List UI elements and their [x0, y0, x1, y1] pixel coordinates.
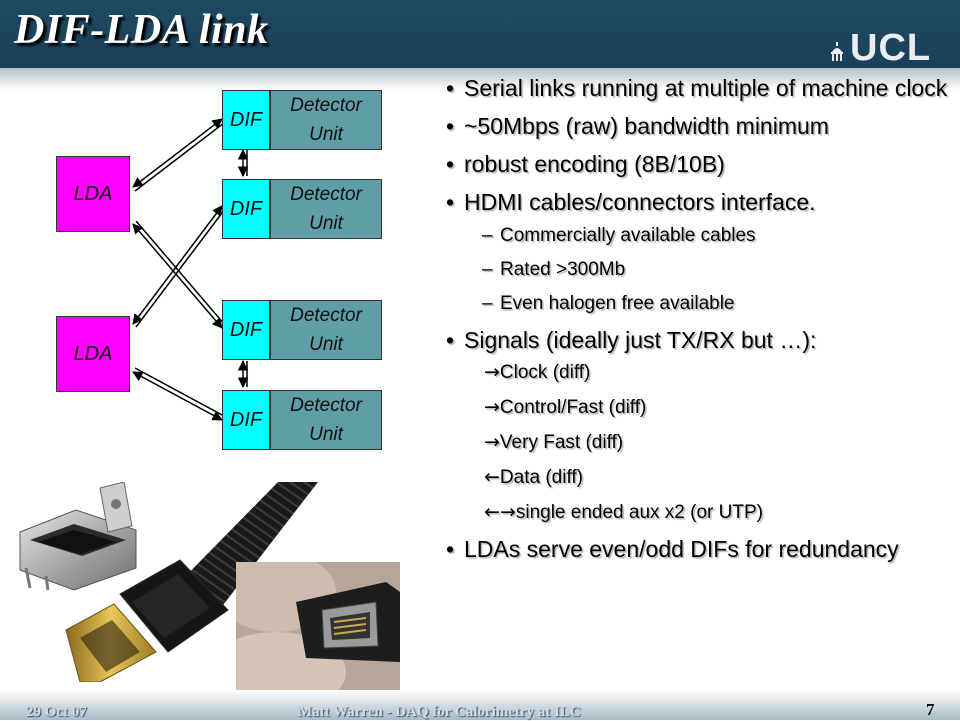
bullet-item: Signals (ideally just TX/RX but …): — [440, 326, 950, 354]
bullet-item: ~50Mbps (raw) bandwidth minimum — [440, 112, 950, 140]
dif-box-4: DIF — [222, 390, 270, 450]
lda-box-2: LDA — [56, 316, 130, 392]
signal-text: Control/Fast (diff) — [499, 397, 647, 418]
footer-presenter: Matt Warren - DAQ for Calorimetry at ILC — [298, 704, 581, 720]
title-bar — [0, 0, 960, 68]
arrow-right-icon: → — [484, 431, 500, 453]
signal-text: Very Fast (diff) — [499, 432, 624, 453]
footer-date: 29 Oct 07 — [26, 704, 87, 720]
sub-bullet-text: Rated >300Mb — [500, 259, 626, 280]
ucl-logo: UCL — [830, 28, 931, 68]
signal-item: →Control/Fast (diff) — [440, 395, 950, 420]
sub-bullet-item: –Commercially available cables — [440, 224, 950, 248]
ucl-dome-icon — [831, 42, 843, 61]
sub-bullet-item: –Rated >300Mb — [440, 258, 950, 282]
signal-item: ←→single ended aux x2 (or UTP) — [440, 500, 950, 525]
signal-item: →Clock (diff) — [440, 360, 950, 385]
sub-bullet-text: Commercially available cables — [500, 225, 756, 246]
detector-label: Detector — [290, 395, 362, 416]
bullet-item: LDAs serve even/odd DIFs for redundancy — [440, 535, 950, 563]
hdmi-cable-photo — [60, 482, 318, 682]
link-lda2-dif4 — [132, 371, 223, 421]
link-lda2-dif2 — [132, 205, 223, 325]
arrow-right-icon: → — [484, 361, 500, 383]
dif-box-2: DIF — [222, 179, 270, 239]
dif-box-3: DIF — [222, 300, 270, 360]
arrow-right-icon: → — [484, 396, 500, 418]
link-arrows — [132, 118, 249, 421]
signal-text: Data (diff) — [499, 467, 583, 488]
bullet-item: Serial links running at multiple of mach… — [440, 74, 950, 102]
ucl-logo-text: UCL — [850, 27, 932, 69]
arrow-left-icon: ← — [484, 466, 500, 488]
sub-bullet-item: –Even halogen free available — [440, 292, 950, 316]
detector-label: Detector — [290, 184, 362, 205]
signal-text: Clock (diff) — [499, 362, 591, 383]
slide-title: DIF-LDA link — [14, 7, 269, 53]
footer-bar — [0, 690, 960, 720]
bullet-item: robust encoding (8B/10B) — [440, 150, 950, 178]
lda-box-1: LDA — [56, 156, 130, 232]
signal-text: single ended aux x2 (or UTP) — [515, 502, 763, 523]
unit-label: Unit — [309, 424, 343, 445]
hdmi-connector-photo — [16, 482, 226, 592]
dash-marker: – — [482, 225, 493, 246]
signal-item: →Very Fast (diff) — [440, 430, 950, 455]
page-number: 7 — [926, 700, 935, 719]
detector-label: Detector — [290, 305, 362, 326]
unit-label: Unit — [309, 334, 343, 355]
sub-bullet-text: Even halogen free available — [500, 293, 735, 314]
hdmi-plug-in-hand-photo — [236, 562, 400, 690]
dash-marker: – — [482, 293, 493, 314]
dash-marker: – — [482, 259, 493, 280]
arrow-both-icon: ←→ — [484, 501, 516, 523]
detector-label: Detector — [290, 95, 362, 116]
signal-item: ←Data (diff) — [440, 465, 950, 490]
dif-box-1: DIF — [222, 90, 270, 150]
bullet-list: Serial links running at multiple of mach… — [440, 74, 950, 563]
unit-label: Unit — [309, 213, 343, 234]
unit-label: Unit — [309, 124, 343, 145]
bullet-item: HDMI cables/connectors interface. — [440, 188, 950, 216]
link-lda1-dif1 — [132, 118, 223, 188]
